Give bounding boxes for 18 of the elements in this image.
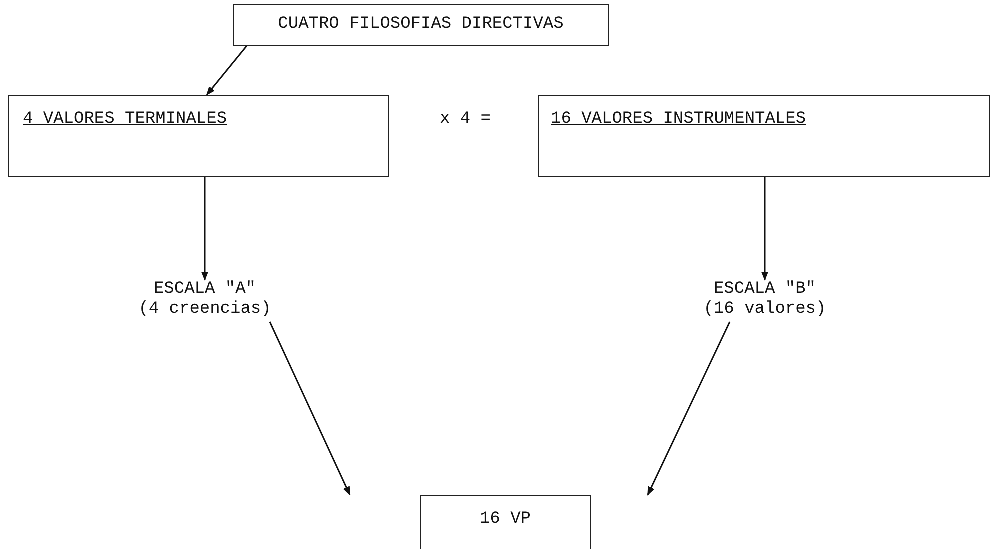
- text-box: [8, 95, 389, 177]
- arrow: [201, 177, 209, 281]
- text-box: [538, 95, 990, 177]
- node-text: CUATRO FILOSOFIAS DIRECTIVAS: [278, 15, 564, 35]
- arrow: [647, 322, 731, 496]
- node-text: (4 creencias): [138, 300, 272, 320]
- node-text: 4 VALORES TERMINALES: [23, 110, 228, 130]
- node-text: ESCALA "A": [154, 280, 256, 300]
- multiplier-label: x 4 =: [440, 110, 492, 129]
- text-box: [233, 4, 609, 46]
- arrow: [269, 322, 351, 496]
- arrow: [206, 46, 248, 96]
- text-box: [420, 495, 591, 549]
- node-text: (16 valores): [704, 300, 826, 320]
- node-text: 16 VP: [480, 510, 531, 530]
- node-text: 16 VALORES INSTRUMENTALES: [551, 110, 806, 130]
- arrow: [761, 177, 769, 281]
- node-text: ESCALA "B": [714, 280, 816, 300]
